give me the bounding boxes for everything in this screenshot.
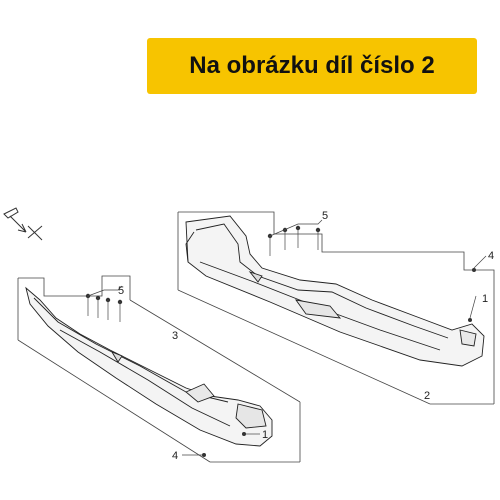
callout-lower-1: 1 <box>262 429 268 441</box>
lower-part-frame <box>17 275 301 463</box>
lower-clip <box>202 453 206 457</box>
callout-upper-2: 2 <box>424 390 430 402</box>
callout-upper-4: 4 <box>488 250 494 262</box>
upper-screw-leaders <box>269 219 323 256</box>
lower-screws <box>85 293 123 305</box>
banner-text: Na obrázku díl číslo 2 <box>189 52 435 79</box>
lower-side-panel <box>25 286 273 447</box>
upper-screws <box>267 225 321 239</box>
callout-lower-4: 4 <box>172 450 178 462</box>
upper-part-frame <box>177 211 495 405</box>
upper-grommet <box>468 318 472 322</box>
callout-upper-5: 5 <box>322 210 328 222</box>
upper-1-leader <box>469 295 477 319</box>
lower-screw-leaders <box>87 285 123 322</box>
front-arrow-icon <box>3 207 43 241</box>
upper-clip <box>472 268 476 272</box>
lower-grommet <box>242 432 246 436</box>
upper-floor-panel <box>185 215 485 367</box>
callout-upper-1: 1 <box>482 293 488 305</box>
upper-4-leader <box>473 255 487 269</box>
callout-lower-5: 5 <box>118 285 124 297</box>
part-number-banner: Na obrázku díl číslo 2 <box>147 38 477 94</box>
callout-lower-3: 3 <box>172 330 178 342</box>
